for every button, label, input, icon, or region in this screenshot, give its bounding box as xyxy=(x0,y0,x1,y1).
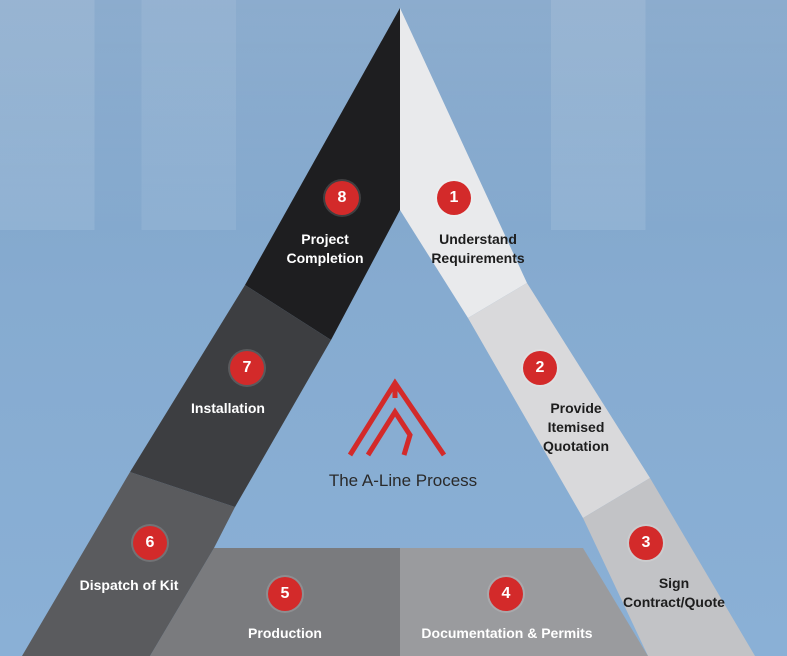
step-badge-7: 7 xyxy=(230,351,264,385)
step-label-7: Installation xyxy=(191,400,265,416)
segment-2 xyxy=(468,283,650,518)
step-label-2: Provide Itemised Quotation xyxy=(542,400,610,454)
step-label-1: Understand Requirements xyxy=(431,231,525,266)
segment-4 xyxy=(400,548,648,656)
step-badge-4: 4 xyxy=(489,577,523,611)
step-badge-3: 3 xyxy=(629,526,663,560)
segment-8 xyxy=(245,8,400,340)
a-line-logo xyxy=(347,378,447,457)
step-label-5: Production xyxy=(248,625,322,641)
step-badge-1: 1 xyxy=(437,181,471,215)
step-badge-8: 8 xyxy=(325,181,359,215)
step-label-6: Dispatch of Kit xyxy=(79,577,179,593)
step-badge-2: 2 xyxy=(523,351,557,385)
step-badge-6: 6 xyxy=(133,526,167,560)
step-badge-5: 5 xyxy=(268,577,302,611)
step-label-4: Documentation & Permits xyxy=(421,625,593,641)
step-label-8: Project Completion xyxy=(286,231,364,266)
segment-7 xyxy=(130,285,331,507)
segment-1 xyxy=(400,8,527,318)
step-label-3: Sign Contract/Quote xyxy=(623,575,725,610)
diagram-title: The A-Line Process xyxy=(328,471,478,490)
segment-6 xyxy=(22,472,235,656)
segment-3 xyxy=(583,478,755,656)
